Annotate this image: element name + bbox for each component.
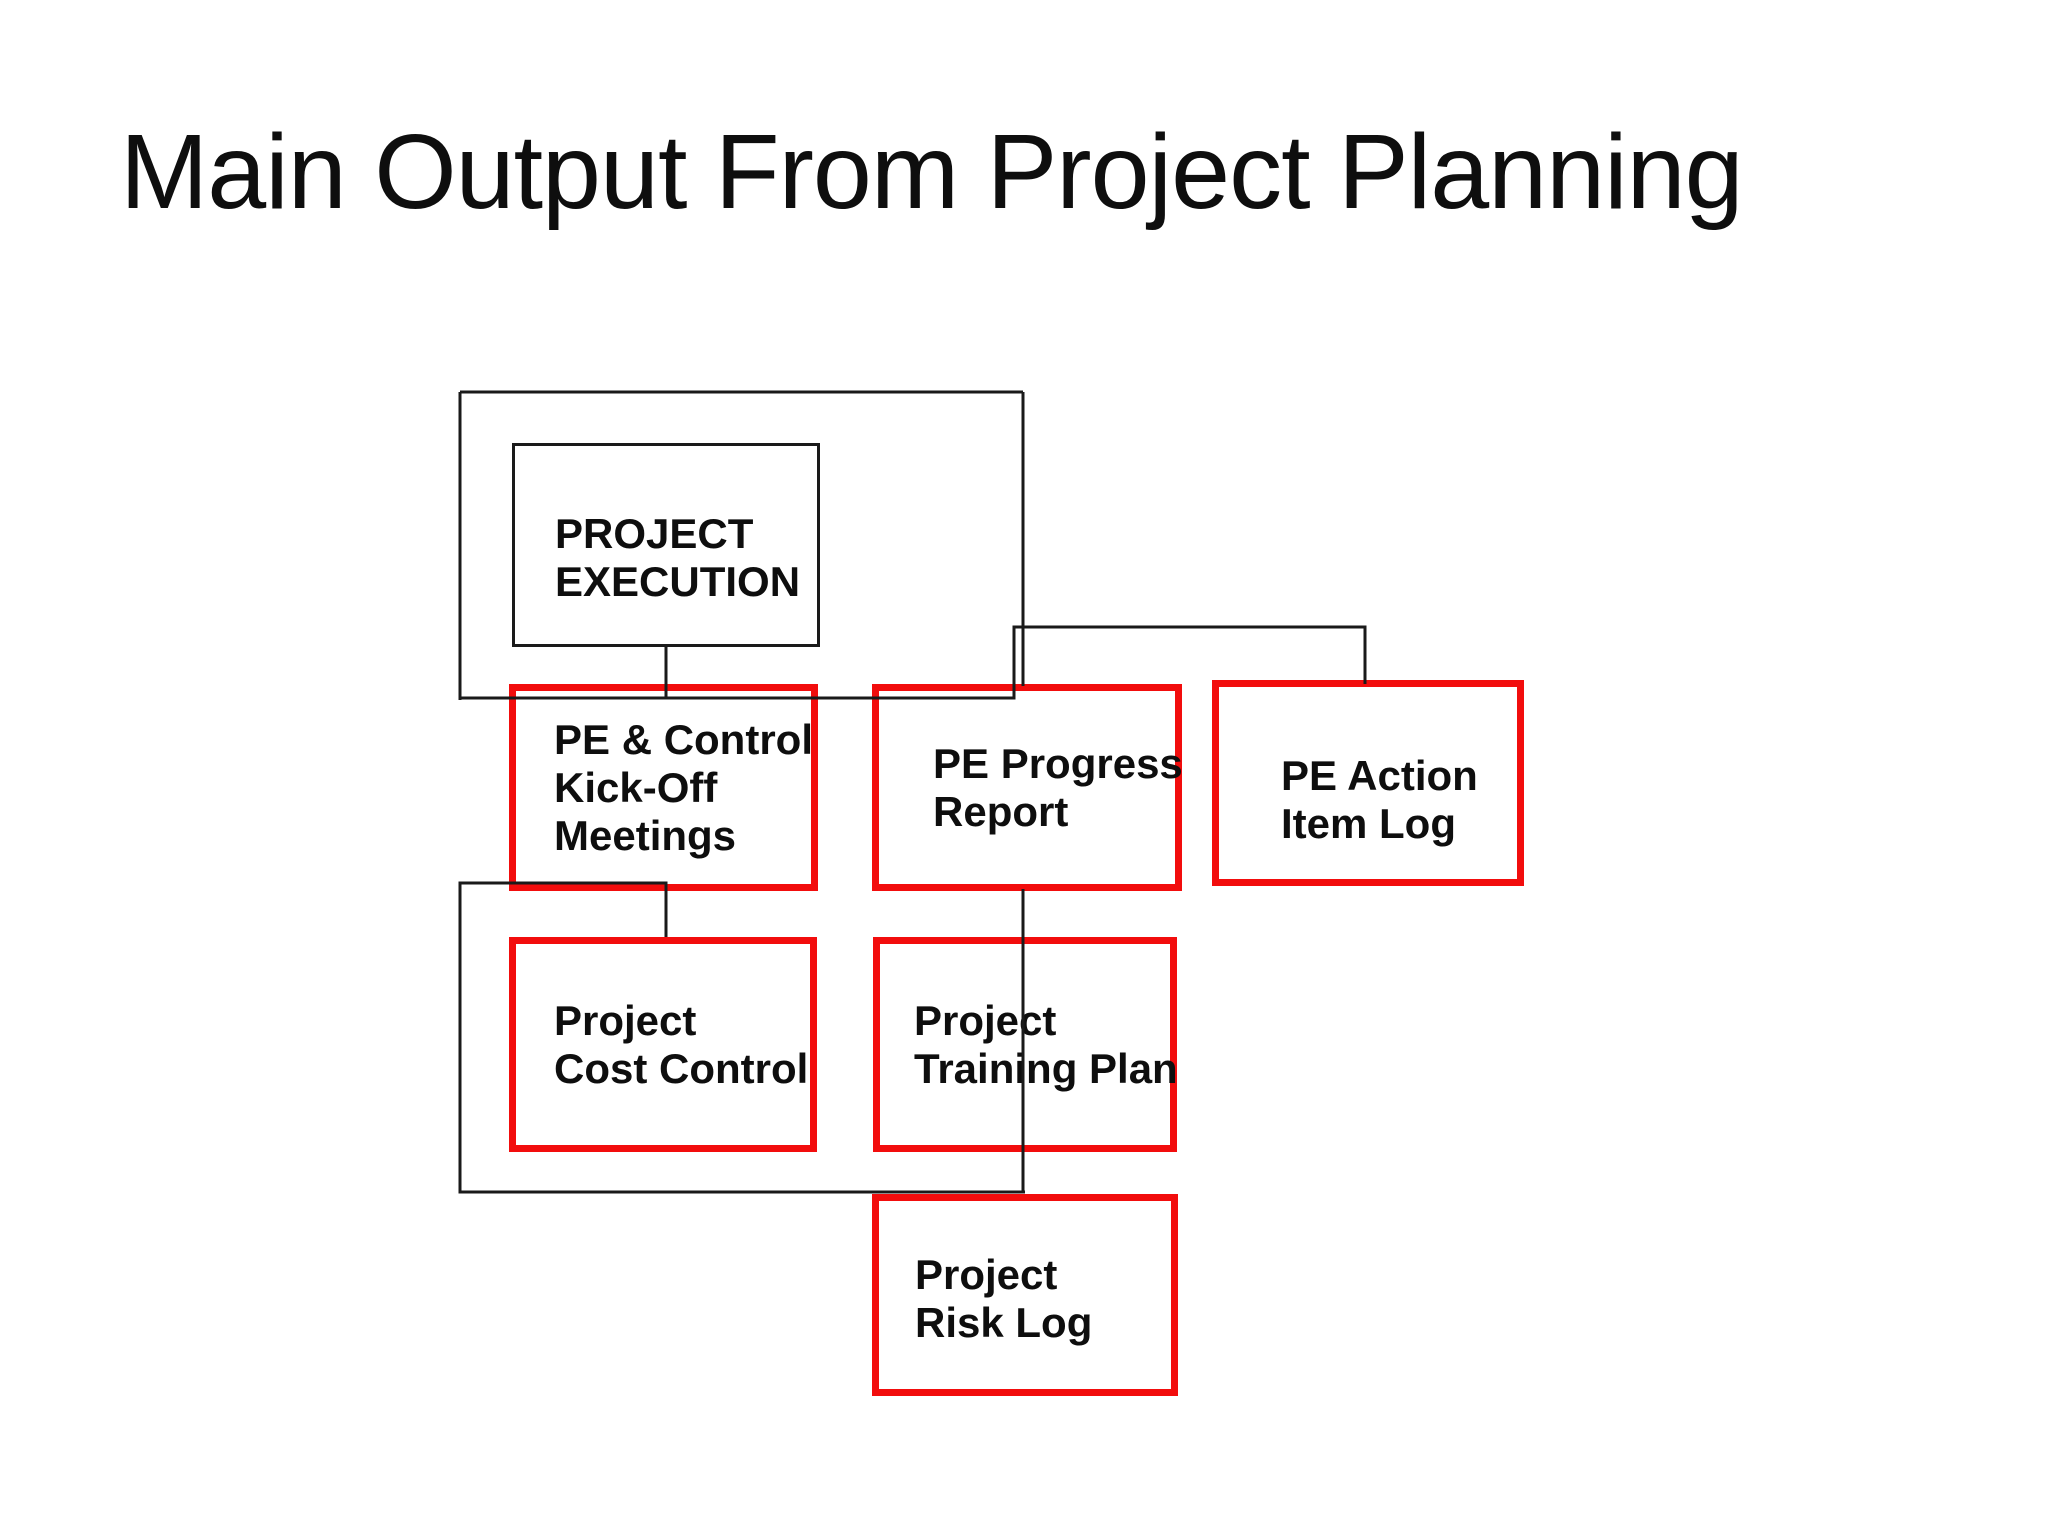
- node-label-line: Meetings: [554, 811, 737, 859]
- node-project-execution: PROJECT EXECUTION: [512, 443, 820, 647]
- node-label-line: Item Log: [1281, 800, 1456, 847]
- node-label-line: PE Progress: [933, 739, 1183, 787]
- node-project-risk-log: Project Risk Log: [872, 1194, 1178, 1396]
- node-pe-control-kickoff-meetings: PE & Control Kick-Off Meetings: [509, 684, 818, 891]
- node-project-training-plan: Project Training Plan: [873, 937, 1178, 1152]
- node-label-line: PROJECT: [555, 510, 754, 557]
- node-pe-progress-report: PE Progress Report: [872, 684, 1183, 891]
- node-label-line: Training Plan: [914, 1044, 1178, 1092]
- node-project-cost-control: Project Cost Control: [509, 937, 817, 1152]
- node-pe-action-item-log: PE Action Item Log: [1212, 680, 1524, 886]
- node-label-line: Risk Log: [915, 1299, 1093, 1346]
- node-label-line: PE Action: [1281, 752, 1478, 799]
- node-label-line: Project: [914, 996, 1057, 1044]
- node-label-line: EXECUTION: [555, 558, 801, 605]
- node-label-line: Report: [933, 787, 1069, 835]
- node-label-line: Kick-Off: [554, 763, 718, 811]
- node-label-line: Cost Control: [554, 1044, 809, 1092]
- node-label-line: Project: [554, 996, 697, 1044]
- slide-title: Main Output From Project Planning: [120, 113, 1744, 231]
- node-label-line: PE & Control: [554, 715, 813, 763]
- node-label-line: Project: [915, 1251, 1058, 1298]
